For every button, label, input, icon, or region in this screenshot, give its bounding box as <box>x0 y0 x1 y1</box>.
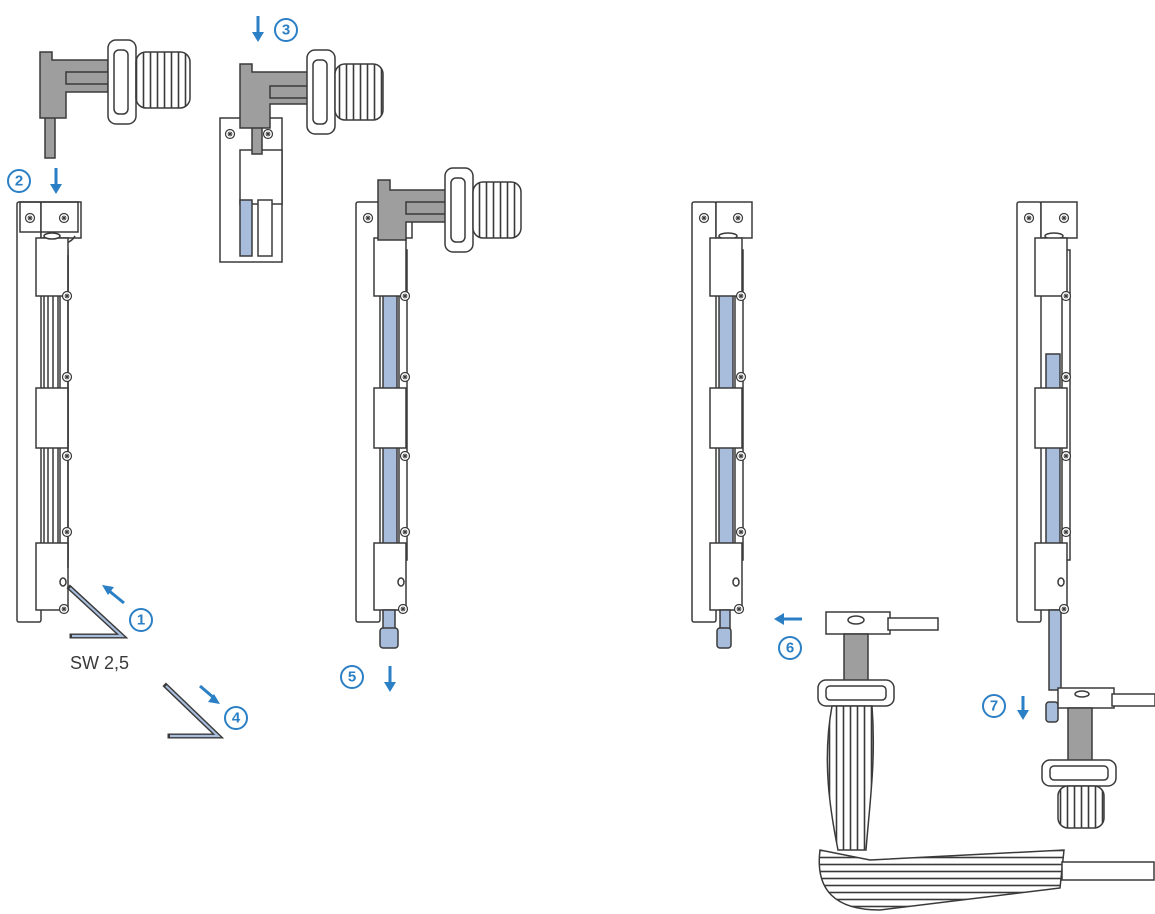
rail-2 <box>355 201 413 649</box>
screw-icon <box>399 450 411 462</box>
screw-icon <box>1060 450 1072 462</box>
screw-icon <box>399 371 411 383</box>
step-5-circle <box>340 665 364 689</box>
screw-icon <box>1060 371 1072 383</box>
screw-icon <box>735 526 747 538</box>
rail-fragment-3 <box>219 117 283 263</box>
screw-icon <box>1023 212 1035 224</box>
step-2-circle <box>7 169 31 193</box>
rail-1 <box>16 201 82 623</box>
screw-icon <box>397 603 409 615</box>
screw-icon <box>61 290 73 302</box>
screw-icon <box>735 450 747 462</box>
screw-icon <box>1060 526 1072 538</box>
rail-3 <box>691 201 753 649</box>
screw-icon <box>61 371 73 383</box>
tool-size-label: SW 2,5 <box>70 653 129 673</box>
step-7-circle <box>982 694 1006 718</box>
step-7-label: 7 <box>990 698 998 715</box>
screw-icon <box>262 128 274 140</box>
handle-unit-1 <box>39 39 191 159</box>
step-1-label: 1 <box>137 612 145 629</box>
step-4-label: 4 <box>232 710 241 727</box>
handle-unit-7 <box>1041 687 1155 829</box>
screw-icon <box>362 212 374 224</box>
step-4-circle <box>224 706 248 730</box>
screw-icon <box>735 371 747 383</box>
step-3-circle <box>274 18 298 42</box>
screw-icon <box>399 290 411 302</box>
handle-icon <box>817 611 1155 911</box>
step-1-circle <box>129 608 153 632</box>
step-2-label: 2 <box>15 173 23 190</box>
screw-icon <box>732 212 744 224</box>
screw-icon <box>58 212 70 224</box>
step-6-label: 6 <box>786 640 794 657</box>
screw-icon <box>1058 603 1070 615</box>
screw-icon <box>224 128 236 140</box>
rail-4 <box>1016 201 1078 723</box>
step-3-label: 3 <box>282 22 290 39</box>
screw-icon <box>1060 290 1072 302</box>
handle-unit-3 <box>239 49 384 155</box>
screw-icon <box>1058 212 1070 224</box>
step-6-circle <box>778 636 802 660</box>
screw-icon <box>698 212 710 224</box>
screw-icon <box>61 526 73 538</box>
screw-icon <box>58 603 70 615</box>
screw-icon <box>735 290 747 302</box>
screw-icon <box>61 450 73 462</box>
screw-icon <box>733 603 745 615</box>
step-5-label: 5 <box>348 669 356 686</box>
handle-unit-5 <box>377 167 522 253</box>
screw-icon <box>24 212 36 224</box>
arrow-icon <box>50 16 1029 720</box>
screw-icon <box>399 526 411 538</box>
